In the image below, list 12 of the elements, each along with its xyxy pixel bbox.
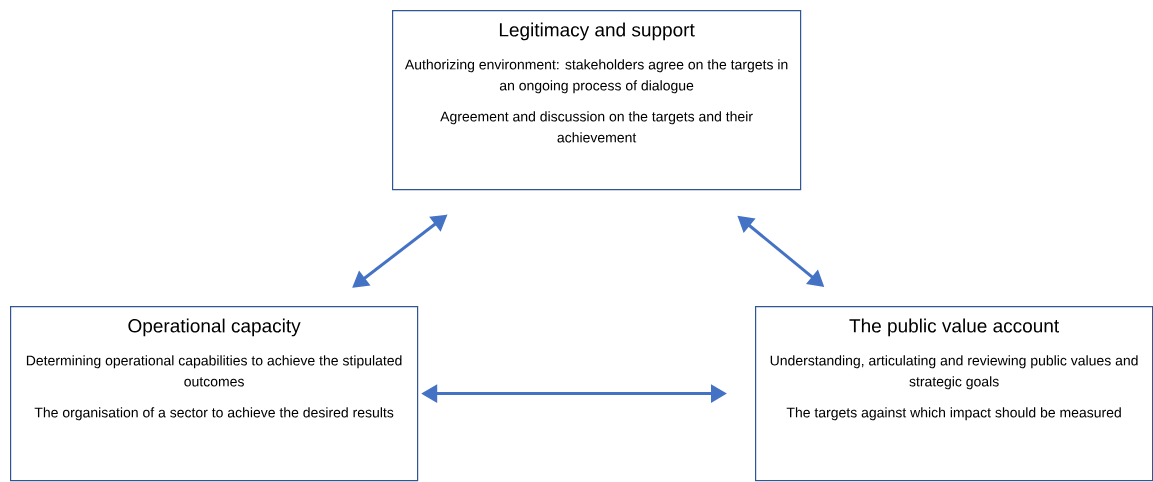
box-text: Understanding, articulating and reviewing public values and strategic goals <box>770 355 1138 390</box>
box-text: Determining operational capabilities to achieve the stipulated outcomes <box>26 355 402 387</box>
text-box <box>10 306 419 482</box>
text-box <box>755 306 1153 482</box>
box-title: The public value account <box>849 318 1059 337</box>
box-title: Legitimacy and support <box>499 22 695 41</box>
text-box <box>392 10 802 191</box>
box-text: The organisation of a sector to achieve the desired results <box>34 407 394 421</box>
box-text: Authorizing environment: stakeholders agree on the targets in an ongoing process of dialogue <box>404 59 788 94</box>
box-text: Agreement and discussion on the targets and their achievement <box>440 111 753 143</box>
box-text: The targets against which impact should be measured <box>786 407 1121 421</box>
box-title: Operational capacity <box>128 318 301 337</box>
